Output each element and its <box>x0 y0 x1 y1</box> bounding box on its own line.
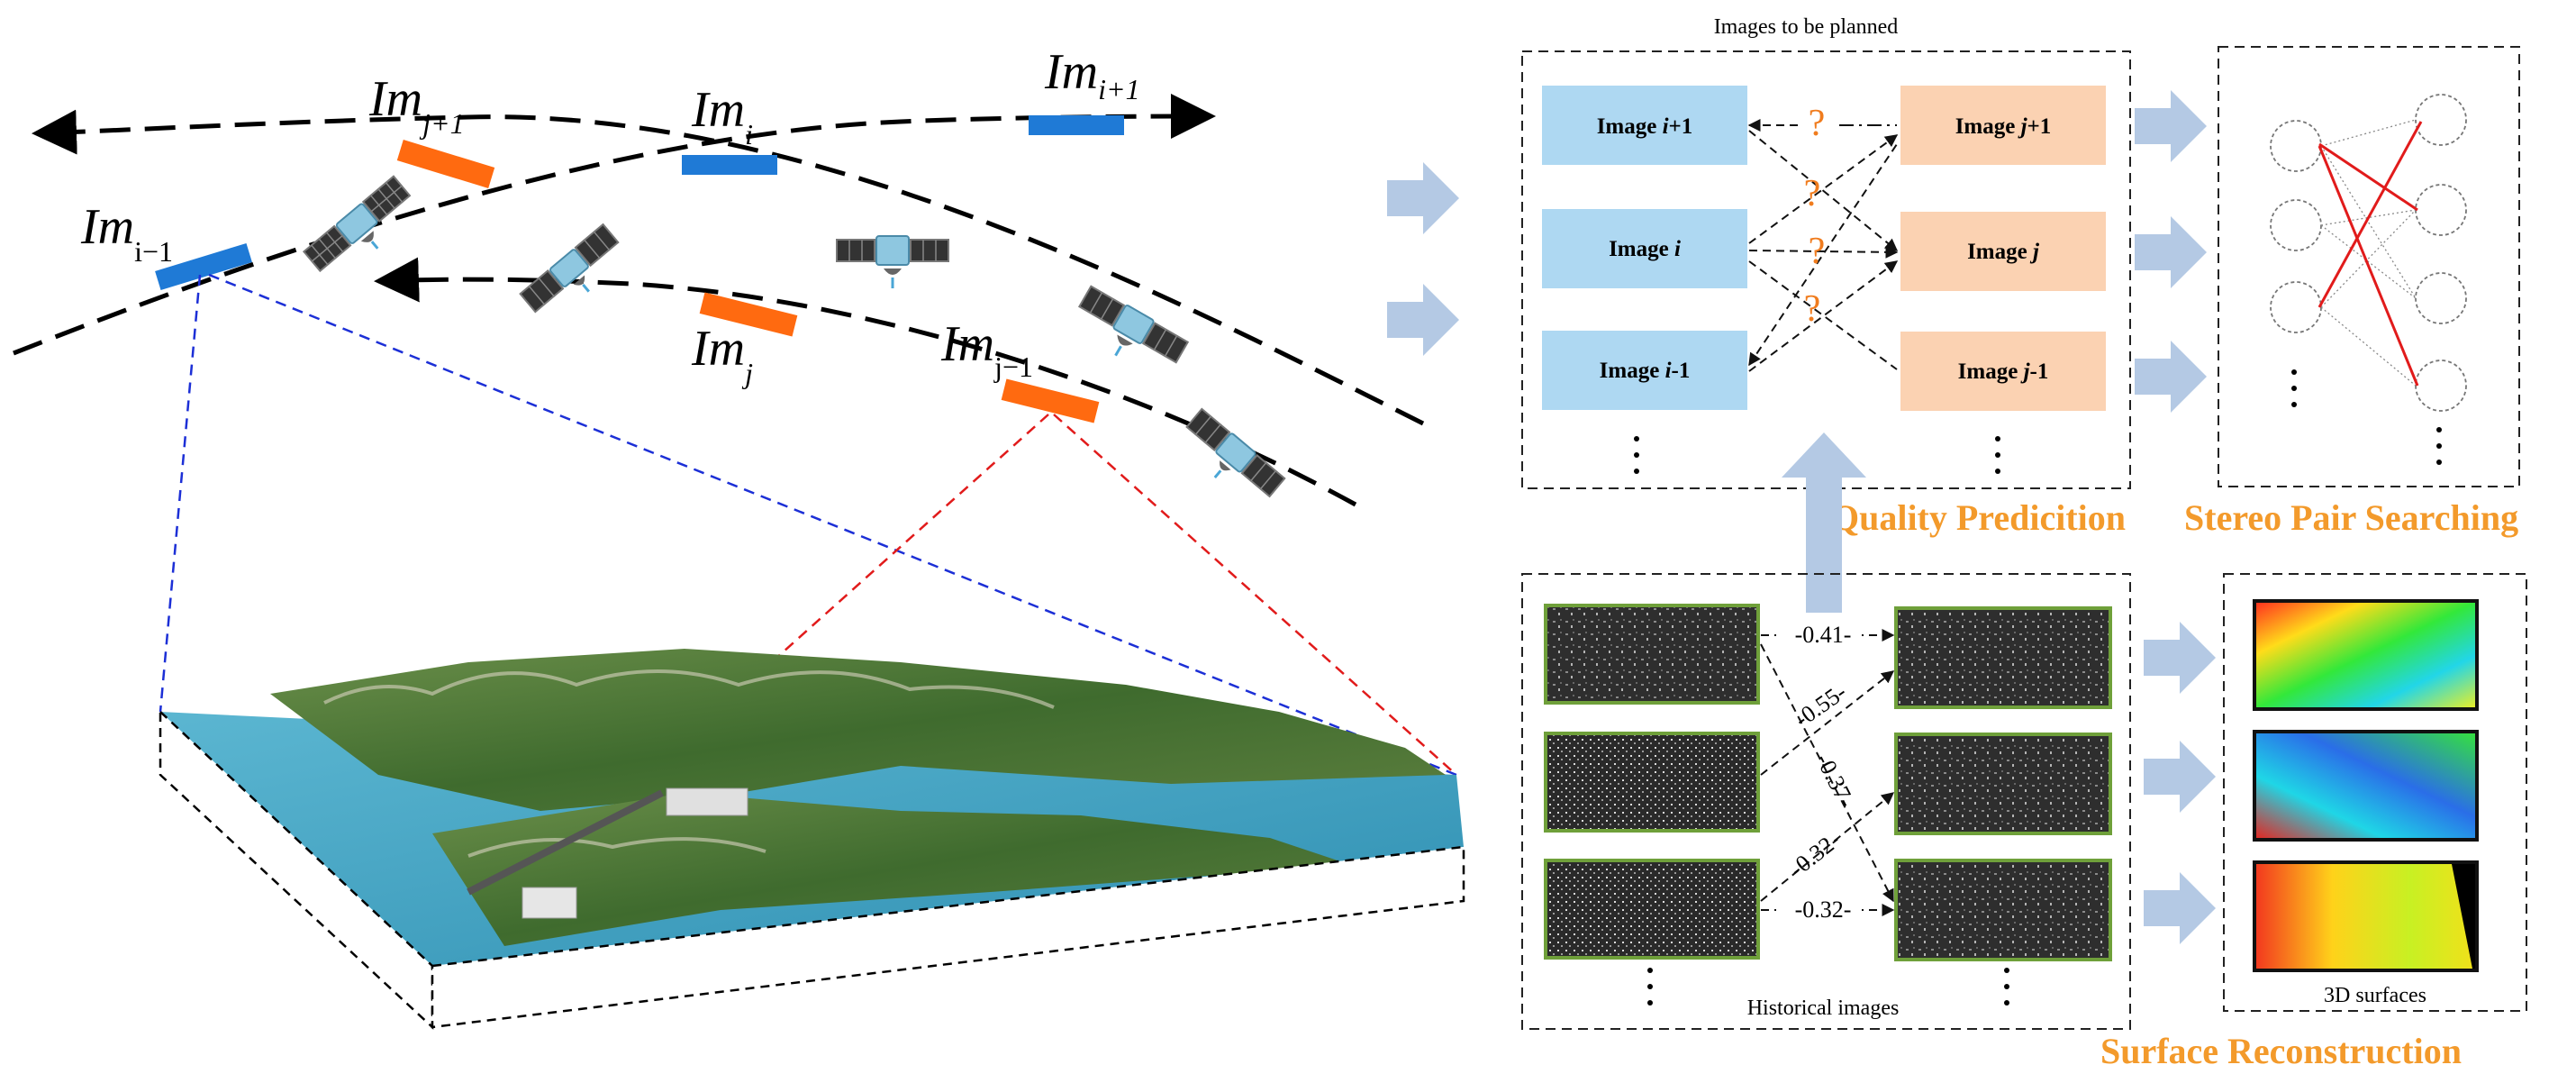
graph-node <box>2270 281 2322 333</box>
history-edge-value: -0.41- <box>1795 622 1852 648</box>
orbit-track-upper <box>32 109 1425 426</box>
stereo-frame <box>2218 46 2520 487</box>
image-box-i-plus-1 <box>1542 86 1747 165</box>
flow-arrow-up <box>1782 432 1866 613</box>
flow-arrow <box>2144 741 2216 813</box>
relation-edge <box>1748 260 1899 372</box>
question-mark: ? <box>1809 231 1826 272</box>
footprint-im-j <box>699 292 798 337</box>
orbit-scene: Imi−1 Imj+1 Imi Imi+1 Imj Imj−1 <box>13 44 1465 1030</box>
stage-label-surface: Surface Reconstruction <box>2100 1031 2462 1071</box>
planning-title: Images to be planned <box>1714 15 1899 39</box>
footprint-im-i-minus-1 <box>155 242 252 291</box>
label-im-i: Imi <box>691 82 753 150</box>
surface-map <box>2253 599 2479 711</box>
relation-edge <box>1748 245 1899 259</box>
graph-node <box>2270 199 2322 251</box>
label-im-j-plus-1: Imj+1 <box>368 71 465 140</box>
surface-map <box>2253 730 2479 842</box>
terrain-block <box>159 649 1465 1030</box>
history-thumb <box>1894 606 2112 709</box>
stage-label-stereo: Stereo Pair Searching <box>2184 497 2518 538</box>
image-box-i-minus-1 <box>1542 331 1747 410</box>
footprint-im-j-minus-1 <box>1001 378 1100 423</box>
ray-blue-right <box>208 273 1457 777</box>
planning-panel: Images to be planned Image i+1 Image i I… <box>1521 15 2131 489</box>
image-label: Image i <box>1609 237 1681 261</box>
history-edge-value: -0.32- <box>1795 896 1852 923</box>
history-edge <box>1760 670 1895 776</box>
footprint-im-i <box>682 155 777 175</box>
history-thumb <box>1894 733 2112 835</box>
relation-edge <box>1748 143 1898 367</box>
question-mark: ? <box>1804 173 1821 214</box>
image-label: Image j-1 <box>1958 359 2049 384</box>
orbit-track-lower <box>374 257 1357 507</box>
image-box-j-minus-1 <box>1900 332 2106 411</box>
label-im-j: Imj <box>691 321 753 389</box>
history-thumb <box>1544 604 1760 705</box>
history-thumb <box>1894 859 2112 961</box>
flow-arrow <box>2144 622 2216 694</box>
history-edge <box>1760 792 1895 902</box>
history-edge-value: -0.32- <box>1784 827 1845 883</box>
stage-label-quality: Quality Predicition <box>1831 497 2126 538</box>
surfaces-panel: 3D surfaces <box>2223 573 2527 1012</box>
footprint-im-j-plus-1 <box>396 140 495 188</box>
satellite-icon <box>302 175 412 273</box>
question-mark: ? <box>1804 288 1821 330</box>
relation-edge <box>1748 134 1899 244</box>
surfaces-frame <box>2223 573 2527 1012</box>
satellite-icon <box>1077 285 1190 364</box>
image-label: Image i+1 <box>1597 114 1693 139</box>
history-edge <box>1760 643 1894 903</box>
graph-node <box>2270 120 2322 172</box>
relation-edge <box>1748 130 1899 251</box>
history-edge-value: -0.37- <box>1810 750 1859 812</box>
history-edge-value: -0.55- <box>1790 678 1851 733</box>
surface-map <box>2253 860 2479 972</box>
historical-frame <box>1521 573 2131 1030</box>
surfaces-title: 3D surfaces <box>2324 984 2426 1007</box>
image-label: Image i-1 <box>1600 359 1691 383</box>
satellite-icon <box>836 235 949 288</box>
stereo-pair-edge <box>2318 142 2418 212</box>
image-label: Image j+1 <box>1955 114 2052 139</box>
label-im-i-plus-1: Imi+1 <box>1044 44 1140 105</box>
flow-arrow <box>2135 341 2207 413</box>
graph-node <box>2415 94 2467 146</box>
image-box-j <box>1900 212 2106 291</box>
image-box-j-plus-1 <box>1900 86 2106 165</box>
satellite-icon <box>519 223 620 314</box>
historical-panel: -0.41- -0.55- -0.37- -0.32- -0.32- Histo… <box>1521 573 2131 1030</box>
question-mark: ? <box>1809 103 1826 144</box>
flow-arrow <box>2144 872 2216 944</box>
stereo-pair-edge <box>2317 121 2423 308</box>
ray-blue-left <box>159 274 202 713</box>
footprint-im-i-plus-1 <box>1029 115 1124 135</box>
flow-arrow <box>1387 284 1459 356</box>
flow-arrow <box>2135 216 2207 288</box>
image-label: Image j <box>1967 240 2040 264</box>
label-im-j-minus-1: Imj−1 <box>940 316 1033 383</box>
label-im-i-minus-1: Imi−1 <box>80 199 173 268</box>
historical-title: Historical images <box>1747 997 1900 1020</box>
history-thumb <box>1544 859 1760 960</box>
stereo-panel <box>2218 46 2520 487</box>
flow-arrow <box>2135 90 2207 162</box>
image-box-i <box>1542 209 1747 288</box>
graph-node <box>2415 272 2467 324</box>
graph-node <box>2415 359 2467 412</box>
history-thumb <box>1544 732 1760 833</box>
relation-edge <box>1748 260 1898 370</box>
stereo-pair-edge <box>2317 145 2419 387</box>
graph-node <box>2415 184 2467 236</box>
satellite-icon <box>1185 407 1286 498</box>
flow-arrow <box>1387 162 1459 234</box>
